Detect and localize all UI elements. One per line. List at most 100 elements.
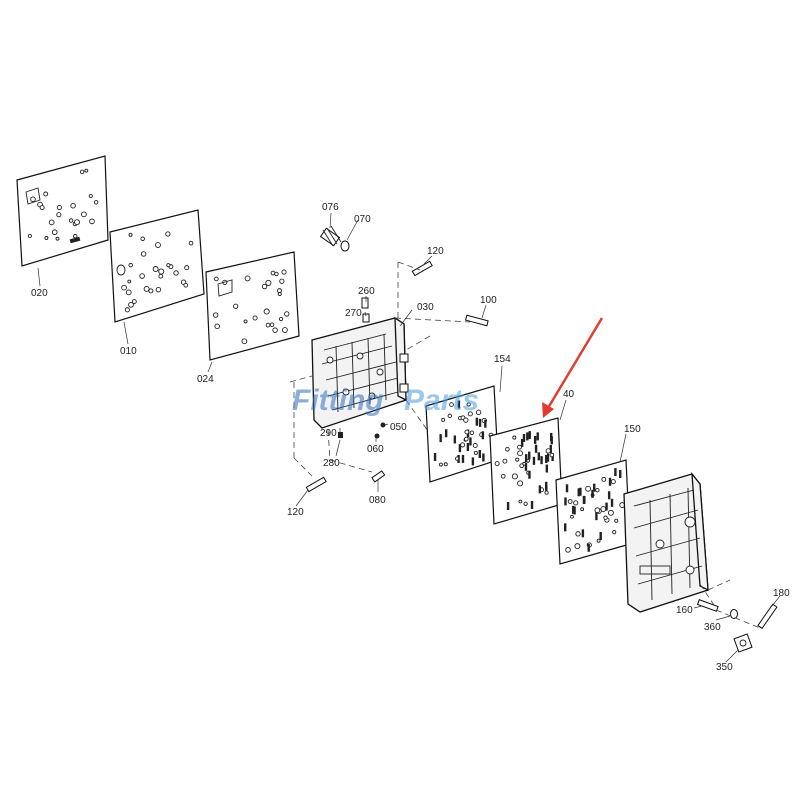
plug-270[interactable] — [362, 313, 370, 323]
plate-hole — [540, 456, 543, 465]
plate-hole — [158, 268, 165, 275]
plate-hole — [522, 433, 526, 442]
separator-plate-40[interactable] — [489, 417, 563, 525]
gasket-020[interactable] — [16, 155, 109, 267]
plate-hole — [265, 322, 271, 328]
plate-hole — [89, 218, 95, 225]
plate-hole — [505, 446, 510, 452]
plate-hole — [592, 483, 596, 492]
plate-hole — [449, 402, 454, 407]
plate-hole — [433, 453, 437, 462]
label-40: 40 — [563, 389, 575, 400]
plate-hole — [39, 205, 45, 211]
plate-hole — [481, 431, 485, 440]
plate-hole — [453, 435, 457, 444]
plate-hole — [139, 273, 145, 279]
plate-hole — [466, 402, 471, 407]
plate-hole — [517, 450, 523, 457]
separator-plate-154[interactable] — [425, 385, 499, 483]
plate-hole — [565, 484, 569, 493]
plate-hole — [128, 262, 133, 268]
plate-hole — [603, 515, 608, 520]
bolt-120-bottom[interactable] — [305, 476, 327, 493]
plate-hole — [595, 512, 598, 521]
plate-hole — [564, 497, 567, 506]
plate-hole — [214, 276, 219, 282]
plate-hole — [241, 338, 248, 345]
part-050[interactable] — [380, 422, 386, 428]
plate-hole — [564, 523, 567, 532]
plate-hole — [51, 229, 58, 236]
plate-hole — [121, 284, 127, 291]
plate-hole — [43, 191, 49, 197]
plate-hole — [526, 432, 529, 441]
plate-hole — [524, 454, 528, 463]
plate-hole — [88, 194, 93, 199]
plate-hole — [567, 499, 573, 504]
label-120-bottom: 120 — [287, 507, 304, 518]
washer-360[interactable] — [730, 609, 738, 619]
plate-hole — [475, 417, 479, 426]
plate-hole — [532, 456, 536, 465]
plate-hole — [536, 432, 539, 441]
gasket-150[interactable] — [555, 459, 631, 565]
plate-hole — [549, 452, 555, 458]
plate-hole — [482, 453, 485, 462]
label-360: 360 — [704, 622, 721, 633]
plate-hole — [183, 282, 189, 288]
plate-hole — [478, 449, 481, 458]
part-080[interactable] — [371, 470, 386, 483]
plate-hole — [79, 169, 85, 175]
label-076: 076 — [322, 202, 339, 213]
plate-hole — [469, 430, 475, 435]
plate-hole — [152, 266, 159, 273]
plate-hole — [48, 219, 55, 226]
bolt-100[interactable] — [464, 314, 489, 327]
watermark-text-a: Fitting — [292, 384, 384, 417]
plate-hole — [478, 418, 482, 427]
plate-hole — [530, 500, 534, 509]
plate-hole — [233, 303, 239, 309]
seal-070[interactable] — [340, 240, 350, 252]
plate-hole — [520, 438, 524, 447]
plate-hole — [601, 476, 607, 482]
plate-hole — [580, 507, 585, 512]
plate-hole — [265, 279, 272, 286]
plate-hole — [587, 543, 590, 552]
label-270: 270 — [345, 308, 362, 319]
label-010: 010 — [120, 346, 137, 357]
label-260: 260 — [358, 286, 375, 297]
plate-hole — [467, 411, 473, 417]
bolt-120-top[interactable] — [411, 260, 433, 277]
plate-hole — [471, 457, 475, 466]
plate-hole — [148, 288, 154, 294]
plate-hole — [528, 470, 531, 479]
plate-hole — [143, 285, 150, 292]
spring-076[interactable] — [319, 225, 342, 247]
plate-hole — [585, 485, 592, 492]
part-290[interactable] — [338, 432, 343, 438]
part-060[interactable] — [374, 433, 380, 439]
bolt-160[interactable] — [696, 599, 719, 612]
plug-350[interactable] — [733, 633, 753, 653]
gasket-024[interactable] — [205, 251, 300, 361]
valve-housing[interactable] — [623, 471, 709, 613]
plate-hole — [70, 202, 76, 209]
plate-hole — [608, 477, 612, 486]
plate-hole — [464, 436, 469, 442]
plate-hole — [243, 319, 248, 324]
plate-hole — [30, 196, 36, 203]
plate-010[interactable] — [109, 209, 205, 323]
plate-hole — [282, 327, 288, 333]
plate-hole — [572, 505, 575, 514]
plate-hole — [439, 462, 443, 467]
plate-hole — [466, 442, 470, 451]
bolt-180[interactable] — [757, 603, 778, 630]
plug-260[interactable] — [361, 297, 369, 309]
plate-hole — [439, 434, 442, 443]
plate-hole — [594, 507, 601, 514]
plate-hole — [545, 455, 548, 464]
plate-hole — [614, 468, 617, 477]
label-080: 080 — [369, 495, 386, 506]
